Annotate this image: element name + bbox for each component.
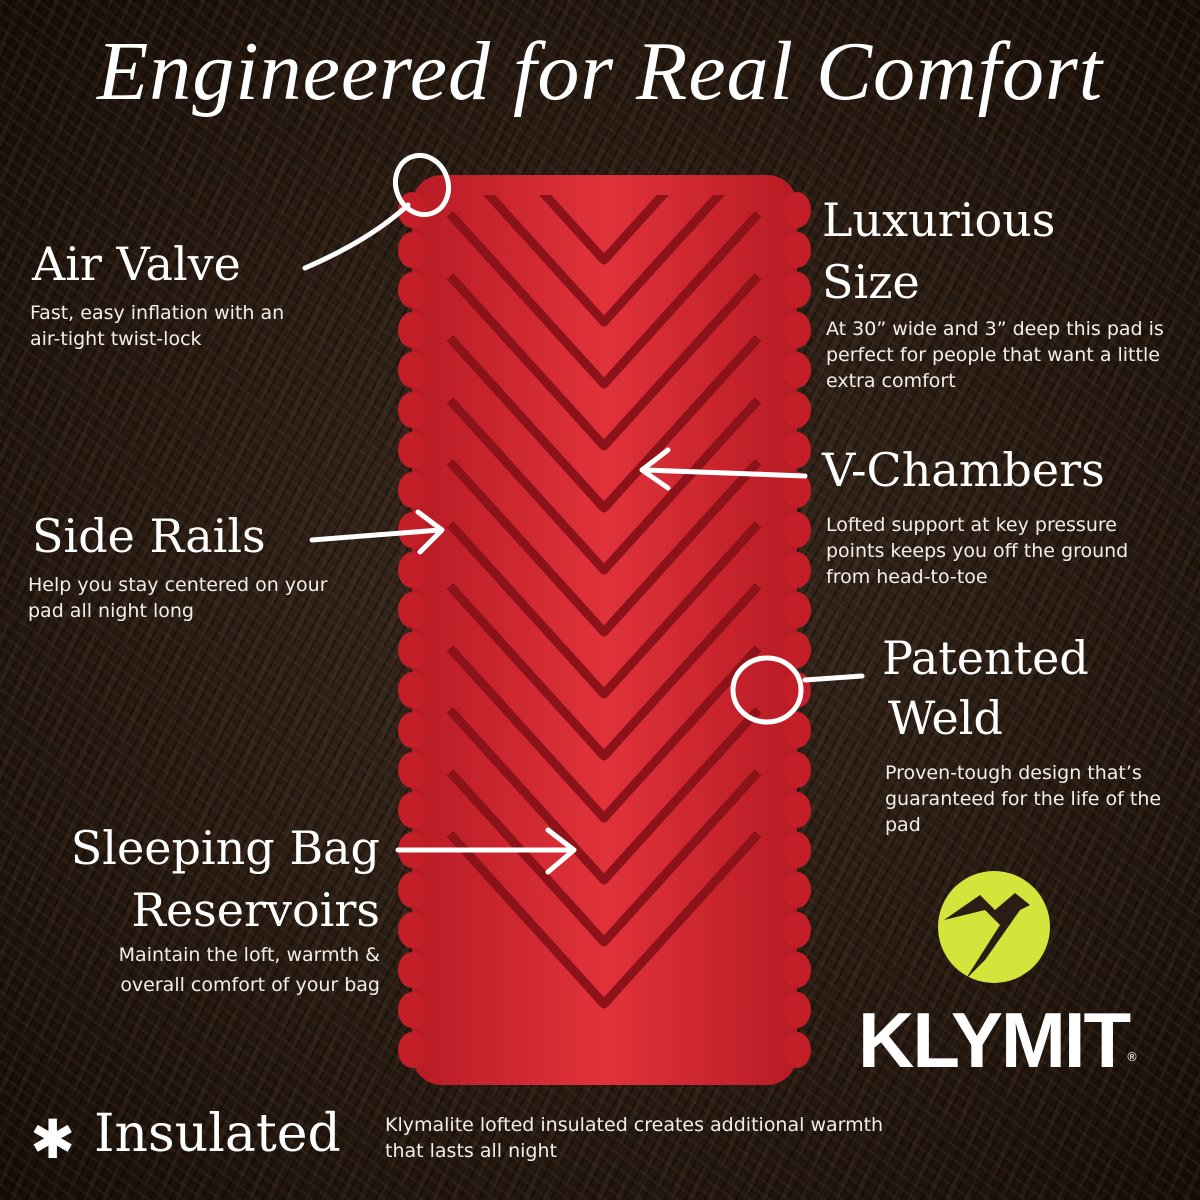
v-chamber-weld: [446, 644, 762, 823]
page-title: Engineered for Real Comfort: [96, 25, 1104, 118]
air-valve-description: Fast, easy inflation with an air-tight t…: [30, 302, 285, 350]
luxurious-heading-1: Luxurious: [822, 193, 1056, 247]
side-rail-bump: [398, 192, 426, 228]
side-rails: [398, 192, 811, 1068]
side-rail-bump: [398, 752, 426, 788]
side-rail-bump: [783, 272, 811, 308]
side-rail-bump: [783, 832, 811, 868]
side-rail-bump: [783, 952, 811, 988]
insulated-description: Klymalite lofted insulated creates addit…: [385, 1114, 884, 1162]
side-rail-bump: [783, 352, 811, 388]
side-rail-bump: [398, 352, 426, 388]
reservoirs-heading-2: Reservoirs: [131, 883, 380, 937]
side-rail-bump: [398, 312, 426, 348]
v-chambers-description: Lofted support at key pressure points ke…: [826, 514, 1129, 588]
side-rail-bump: [398, 512, 426, 548]
side-rail-bump: [398, 712, 426, 748]
asterisk-icon: ✱: [30, 1108, 76, 1171]
side-rail-bump: [783, 312, 811, 348]
side-rail-bump: [783, 712, 811, 748]
luxurious-description: At 30” wide and 3” deep this pad is perf…: [826, 318, 1164, 392]
side-rail-bump: [783, 912, 811, 948]
v-chamber-weld: [446, 210, 762, 389]
side-rail-bump: [783, 432, 811, 468]
v-chamber-weld: [446, 768, 762, 947]
v-chambers-heading: V-Chambers: [822, 443, 1105, 497]
side-rail-bump: [783, 392, 811, 428]
v-chamber-weld: [446, 195, 762, 327]
insulated-heading: Insulated: [94, 1104, 341, 1164]
annotation-marks: [302, 152, 865, 875]
side-rail-bump: [398, 992, 426, 1028]
air-valve-circle: [393, 152, 451, 218]
side-rails-description: Help you stay centered on your pad all n…: [28, 574, 328, 622]
v-chambers-arrow: [639, 447, 808, 491]
weld-circle: [730, 655, 804, 725]
side-rail-bump: [783, 552, 811, 588]
air-valve-heading: Air Valve: [32, 237, 241, 291]
air-valve-pointer: [302, 202, 411, 271]
side-rail-bump: [783, 632, 811, 668]
v-chamber-weld: [446, 520, 762, 699]
v-chamber-weld: [446, 582, 762, 761]
side-rail-bump: [398, 472, 426, 508]
side-rail-bump: [783, 752, 811, 788]
side-rails-heading: Side Rails: [32, 509, 266, 563]
klymit-logo: KLYMIT: [858, 996, 1131, 1084]
side-rail-bump: [783, 512, 811, 548]
side-rail-bump: [398, 432, 426, 468]
side-rail-bump: [398, 232, 426, 268]
side-rail-bump: [398, 632, 426, 668]
side-rail-bump: [783, 232, 811, 268]
weld-heading-2: Weld: [888, 691, 1003, 745]
v-chamber-weld: [446, 706, 762, 885]
weld-heading-1: Patented: [882, 631, 1089, 685]
side-rail-bump: [783, 792, 811, 828]
v-chamber-weld: [446, 396, 762, 575]
side-rail-bump: [783, 872, 811, 908]
side-rail-bump: [398, 272, 426, 308]
v-chamber-weld: [446, 458, 762, 637]
side-rail-bump: [398, 872, 426, 908]
v-chamber-weld: [446, 334, 762, 513]
side-rail-bump: [783, 592, 811, 628]
reservoirs-description-2: overall comfort of your bag: [120, 974, 380, 996]
side-rail-bump: [783, 992, 811, 1028]
sleeping-pad: [412, 175, 797, 1085]
side-rail-bump: [398, 592, 426, 628]
side-rail-bump: [398, 392, 426, 428]
side-rail-bump: [398, 952, 426, 988]
side-rail-bump: [398, 552, 426, 588]
side-rails-arrow: [309, 509, 445, 555]
side-rail-bump: [398, 1032, 426, 1068]
reservoirs-description-1: Maintain the loft, warmth &: [118, 944, 380, 966]
reservoirs-arrow: [395, 827, 577, 875]
side-rail-bump: [398, 912, 426, 948]
side-rail-bump: [398, 672, 426, 708]
luxurious-heading-2: Size: [822, 255, 920, 309]
side-rail-bump: [398, 832, 426, 868]
weld-description: Proven-tough design that’s guaranteed fo…: [885, 762, 1162, 836]
side-rail-bump: [783, 1032, 811, 1068]
v-chamber-weld: [446, 272, 762, 451]
side-rail-bump: [398, 792, 426, 828]
side-rail-bump: [783, 192, 811, 228]
v-chamber-weld: [446, 830, 762, 1009]
registered-mark: ®: [1126, 1050, 1138, 1064]
weld-pointer: [802, 673, 865, 683]
side-rail-bump: [783, 672, 811, 708]
reservoirs-heading-1: Sleeping Bag: [70, 821, 380, 875]
side-rail-bump: [783, 472, 811, 508]
v-chambers: [446, 195, 762, 1009]
